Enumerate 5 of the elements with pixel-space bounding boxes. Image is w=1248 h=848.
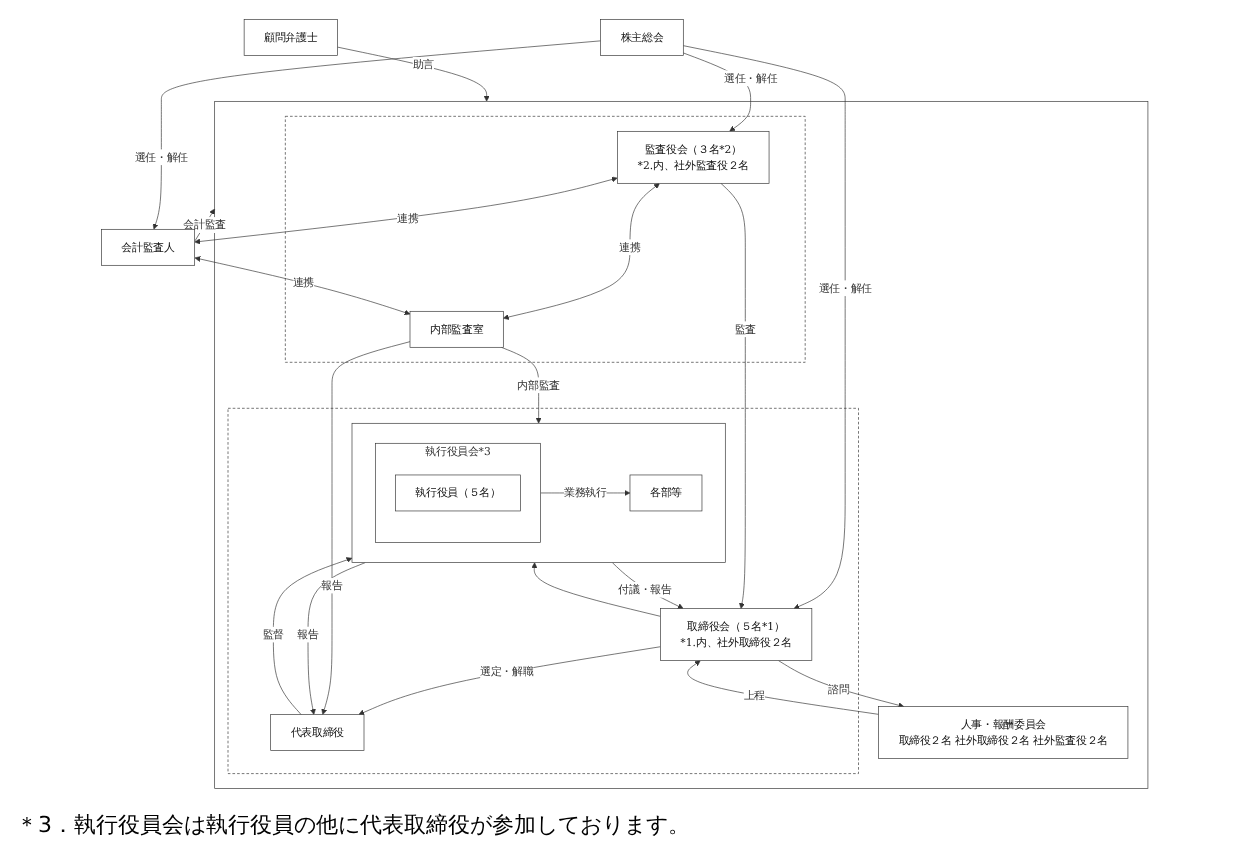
cluster	[227, 407, 859, 773]
cluster	[284, 115, 805, 362]
footnote: ＊3．執行役員会は執行役員の他に代表取締役が参加しております。	[16, 810, 692, 840]
cluster	[213, 100, 1148, 788]
cluster	[351, 422, 725, 562]
